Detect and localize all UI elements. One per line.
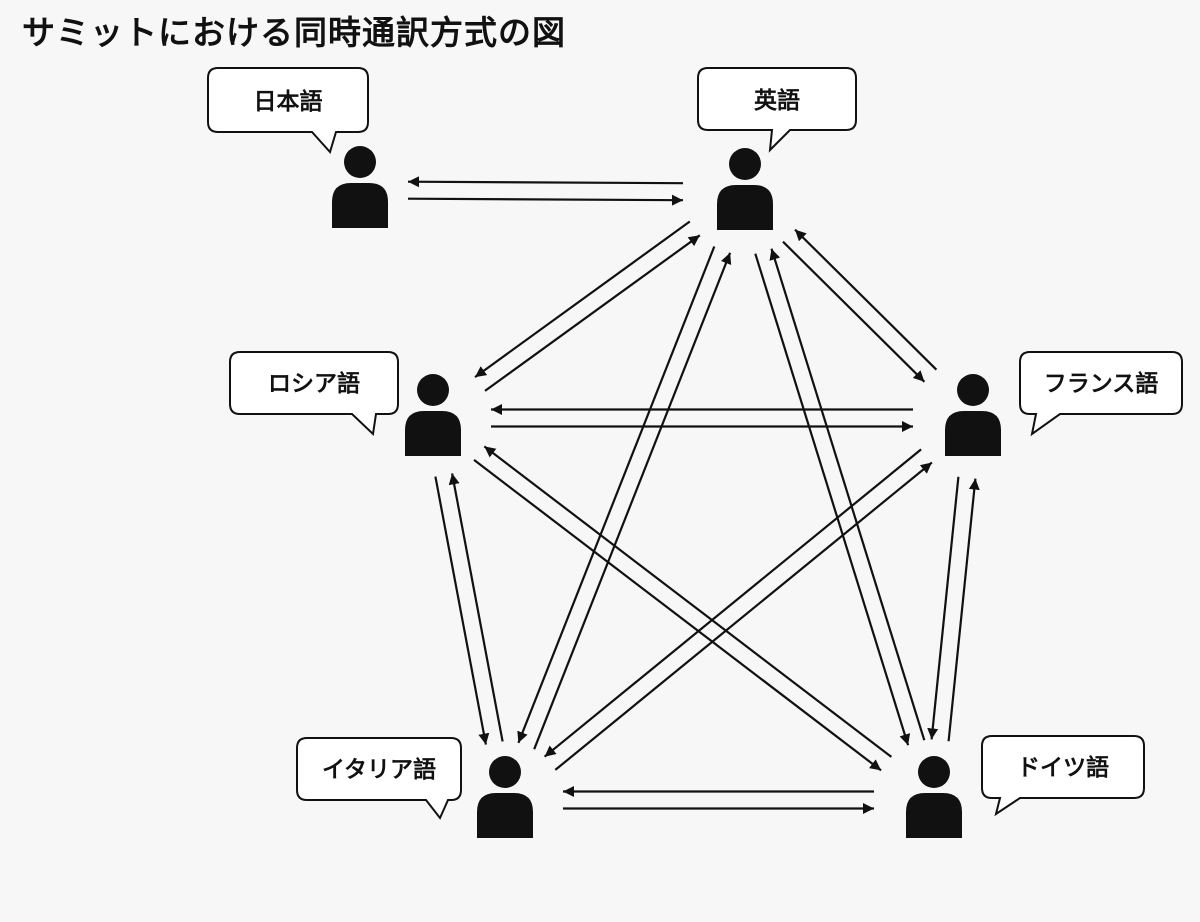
speech-bubble: 日本語 (207, 67, 369, 154)
speech-bubble: フランス語 (1019, 351, 1183, 437)
speaker-french: フランス語 (945, 351, 1183, 456)
diagram-title: サミットにおける同時通訳方式の図 (22, 13, 566, 52)
speech-bubble: イタリア語 (296, 737, 462, 820)
arrow-english-to-russian (474, 220, 691, 378)
arrow-german-to-french (947, 478, 980, 742)
speech-bubble: 英語 (697, 67, 857, 153)
person-icon (906, 756, 962, 838)
speaker-label-russian: ロシア語 (268, 370, 360, 397)
speaker-label-italian: イタリア語 (322, 756, 436, 783)
person-icon (405, 374, 461, 456)
arrow-italian-to-english (533, 252, 732, 750)
arrow-french-to-english (794, 228, 938, 371)
arrow-french-to-german (927, 476, 960, 740)
speaker-label-english: 英語 (754, 87, 800, 114)
speaker-label-german: ドイツ語 (1017, 754, 1109, 781)
speaker-italian: イタリア語 (296, 737, 533, 838)
speaker-label-french: フランス語 (1044, 370, 1159, 397)
arrow-german-to-russian (483, 445, 893, 758)
arrow-japanese-to-english (407, 194, 684, 206)
person-icon (332, 146, 388, 228)
arrow-english-to-italian (517, 246, 716, 744)
speaker-german: ドイツ語 (906, 735, 1145, 838)
person-icon (477, 756, 533, 838)
person-icon (717, 148, 773, 230)
arrow-english-to-german (754, 253, 911, 746)
arrow-german-to-english (769, 248, 926, 741)
arrow-english-to-japanese (407, 176, 684, 188)
arrow-russian-to-italian (434, 476, 490, 745)
speaker-english: 英語 (697, 67, 857, 230)
arrow-russian-to-german (473, 459, 882, 772)
speaker-japanese: 日本語 (207, 67, 388, 228)
person-icon (945, 374, 1001, 456)
speaker-russian: ロシア語 (229, 351, 461, 456)
arrow-russian-to-english (484, 234, 701, 392)
arrow-french-to-italian (543, 448, 922, 758)
arrow-italian-to-russian (448, 473, 504, 742)
speech-bubble: ロシア語 (229, 351, 399, 437)
arrow-english-to-french (782, 240, 926, 383)
speaker-label-japanese: 日本語 (254, 88, 323, 115)
arrow-italian-to-french (554, 461, 933, 771)
speech-bubble: ドイツ語 (981, 735, 1145, 817)
